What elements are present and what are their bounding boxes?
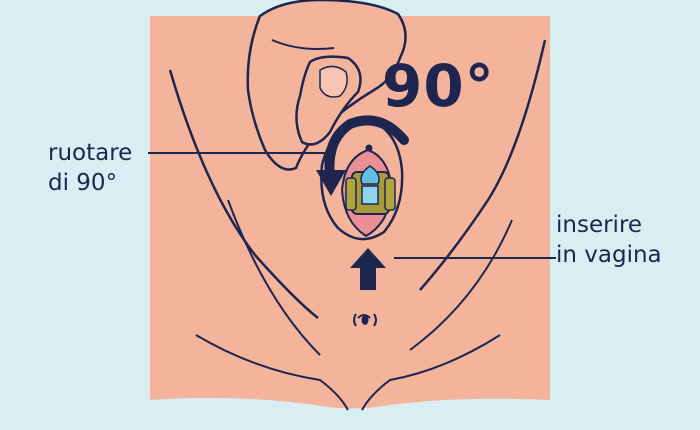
insert-label: inserire in vagina: [556, 210, 662, 270]
angle-label: 90°: [382, 52, 495, 120]
insert-label-line1: inserire: [556, 210, 662, 240]
thumbnail: [320, 66, 347, 97]
clitoris: [366, 145, 373, 152]
vaginal-ring-device: [346, 166, 395, 214]
rotate-label-line2: di 90°: [48, 168, 132, 198]
rotate-label-line1: ruotare: [48, 138, 132, 168]
rotate-label: ruotare di 90°: [48, 138, 132, 198]
insert-label-line2: in vagina: [556, 240, 662, 270]
